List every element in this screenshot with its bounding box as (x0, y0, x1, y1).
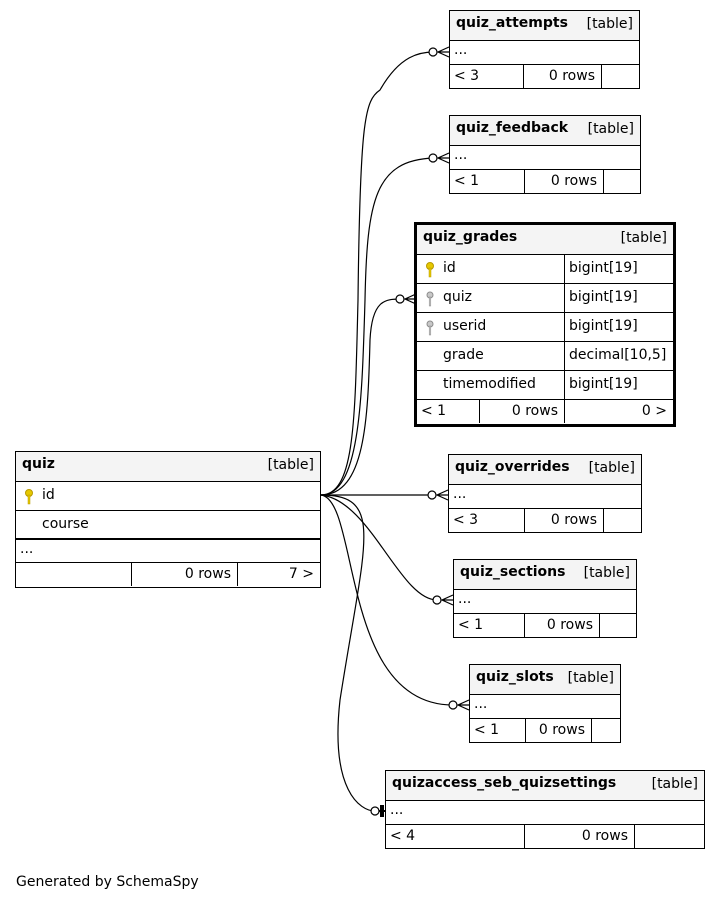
column-row[interactable]: id (16, 482, 320, 511)
parents-count[interactable]: < 3 (454, 68, 480, 84)
table-kind: [table] (567, 670, 614, 686)
row-count: 0 rows (511, 403, 558, 419)
parents-count[interactable]: < 1 (454, 173, 480, 189)
crowfoot-marker (436, 46, 450, 58)
row-count: 0 rows (548, 68, 595, 84)
more-columns: ... (450, 146, 640, 170)
parents-count[interactable]: < 1 (458, 617, 484, 633)
edge-quizaccess-seb (320, 494, 376, 812)
table-kind: [table] (651, 776, 698, 792)
crowfoot-marker (440, 594, 454, 606)
more-columns: ... (386, 801, 704, 825)
table-footer: 0 rows 7 > (16, 563, 320, 586)
edge-end-circle (395, 294, 405, 304)
table-quiz-slots[interactable]: quiz_slots [table] ... < 1 0 rows (469, 664, 621, 743)
table-name: quiz_sections (460, 564, 566, 580)
parents-count[interactable]: < 1 (474, 722, 500, 738)
one-marker (379, 805, 385, 817)
table-quiz-feedback[interactable]: quiz_feedback [table] ... < 1 0 rows (449, 115, 641, 194)
edge-end-circle (370, 806, 380, 816)
edge-end-circle (427, 490, 437, 500)
table-name: quiz_overrides (455, 459, 570, 475)
table-name: quiz (22, 456, 55, 472)
parents-count (16, 563, 131, 586)
table-header: quiz_feedback [table] (450, 116, 640, 146)
table-name: quiz_slots (476, 669, 554, 685)
table-quiz-sections[interactable]: quiz_sections [table] ... < 1 0 rows (453, 559, 637, 638)
column-row[interactable]: course (16, 511, 320, 540)
column-row[interactable]: userid bigint[19] (417, 313, 673, 342)
table-footer: < 4 0 rows (386, 825, 704, 848)
key-icon (25, 489, 33, 505)
more-columns: ... (16, 540, 320, 563)
table-kind: [table] (588, 460, 635, 476)
edge-quiz-feedback (320, 157, 435, 496)
table-kind: [table] (586, 16, 633, 32)
column-row[interactable]: timemodified bigint[19] (417, 371, 673, 400)
edge-quiz-sections (320, 494, 438, 601)
table-header: quiz_attempts [table] (450, 11, 639, 41)
crowfoot-marker (436, 152, 450, 164)
children-count[interactable]: 7 > (288, 566, 314, 582)
table-quizaccess-seb-quizsettings[interactable]: quizaccess_seb_quizsettings [table] ... … (385, 770, 705, 849)
table-quiz-grades[interactable]: quiz_grades [table] id bigint[19] quiz b… (414, 222, 676, 427)
table-footer: < 1 0 rows (454, 614, 636, 637)
edge-end-circle (432, 595, 442, 605)
row-count: 0 rows (581, 828, 628, 844)
more-columns: ... (454, 590, 636, 614)
foreign-key-icon (426, 320, 434, 336)
crowfoot-marker (435, 489, 449, 501)
generated-by-note: Generated by SchemaSpy (16, 874, 199, 890)
parents-count[interactable]: < 4 (390, 828, 416, 844)
table-header: quiz_sections [table] (454, 560, 636, 590)
edge-end-circle (428, 153, 438, 163)
edge-end-circle (428, 47, 438, 57)
table-header: quiz_grades [table] (417, 225, 673, 255)
table-quiz[interactable]: quiz [table] id course ... 0 rows 7 > (15, 451, 321, 588)
table-header: quiz_overrides [table] (449, 455, 641, 485)
table-kind: [table] (620, 230, 667, 246)
table-header: quizaccess_seb_quizsettings [table] (386, 771, 704, 801)
table-footer: < 1 0 rows 0 > (417, 400, 673, 423)
row-count: 0 rows (184, 566, 231, 582)
parents-count[interactable]: < 1 (421, 403, 447, 419)
column-row[interactable]: quiz bigint[19] (417, 284, 673, 313)
more-columns: ... (450, 41, 639, 65)
table-name: quiz_feedback (456, 120, 569, 136)
key-icon (426, 262, 434, 278)
more-columns: ... (470, 695, 620, 719)
foreign-key-icon (426, 291, 434, 307)
table-header: quiz_slots [table] (470, 665, 620, 695)
row-count: 0 rows (538, 722, 585, 738)
table-kind: [table] (587, 121, 634, 137)
table-header: quiz [table] (16, 452, 320, 482)
column-row[interactable]: id bigint[19] (417, 255, 673, 284)
more-columns: ... (449, 485, 641, 509)
table-name: quizaccess_seb_quizsettings (392, 775, 617, 791)
children-count[interactable]: 0 > (641, 403, 667, 419)
table-footer: < 1 0 rows (470, 719, 620, 742)
row-count: 0 rows (546, 617, 593, 633)
table-name: quiz_grades (423, 229, 518, 245)
edge-end-circle (448, 700, 458, 710)
edge-quiz-slots (320, 494, 454, 706)
edge-quiz-grades (320, 298, 402, 496)
table-name: quiz_attempts (456, 15, 568, 31)
table-footer: < 1 0 rows (450, 170, 640, 193)
table-footer: < 3 0 rows (450, 65, 639, 88)
table-kind: [table] (583, 565, 630, 581)
row-count: 0 rows (550, 512, 597, 528)
parents-count[interactable]: < 3 (453, 512, 479, 528)
table-kind: [table] (267, 457, 314, 473)
edge-quiz-attempts (320, 51, 435, 496)
table-quiz-attempts[interactable]: quiz_attempts [table] ... < 3 0 rows (449, 10, 640, 89)
table-footer: < 3 0 rows (449, 509, 641, 532)
crowfoot-marker (456, 699, 470, 711)
row-count: 0 rows (550, 173, 597, 189)
table-quiz-overrides[interactable]: quiz_overrides [table] ... < 3 0 rows (448, 454, 642, 533)
column-row[interactable]: grade decimal[10,5] (417, 342, 673, 371)
